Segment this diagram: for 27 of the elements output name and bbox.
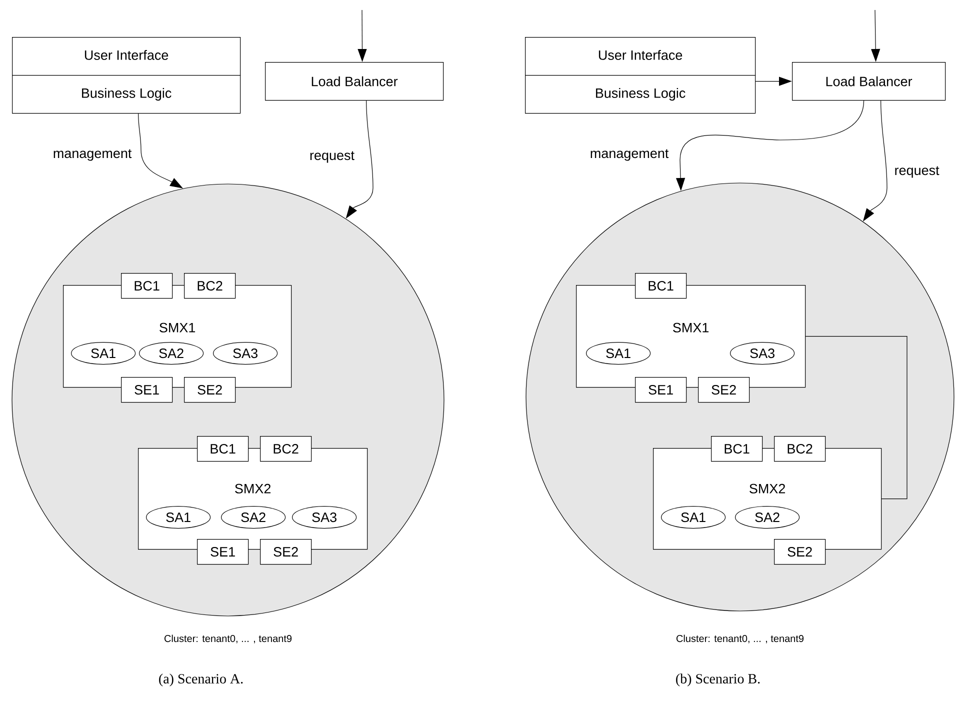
port-box: SE2 bbox=[774, 539, 826, 565]
port-box: SE2 bbox=[698, 377, 750, 403]
port-box: BC1 bbox=[711, 436, 763, 462]
port-box: SE2 bbox=[260, 539, 312, 565]
port-box: BC2 bbox=[774, 436, 826, 462]
port-box: BC2 bbox=[260, 436, 312, 462]
edge-label: request bbox=[895, 166, 940, 178]
component-box: Load Balancer bbox=[792, 62, 946, 101]
port-box: SE2 bbox=[184, 377, 236, 403]
port-box: BC1 bbox=[635, 273, 687, 299]
port-box: BC1 bbox=[121, 273, 173, 299]
cluster-caption: Cluster: tenant0, ... , tenant9 bbox=[676, 634, 804, 644]
subfigure-caption: (b) Scenario B. bbox=[676, 674, 760, 686]
edge-label: management bbox=[54, 149, 132, 161]
component-box: Load Balancer bbox=[265, 62, 444, 101]
connector-line bbox=[805, 336, 908, 500]
cluster-caption: Cluster: tenant0, ... , tenant9 bbox=[164, 634, 292, 644]
port-box: BC2 bbox=[184, 273, 236, 299]
port-box: SE1 bbox=[635, 377, 687, 403]
port-box: SE1 bbox=[121, 377, 173, 403]
edge-label: management bbox=[590, 149, 669, 161]
port-box: SE1 bbox=[197, 539, 249, 565]
layer-stack-box: User Interface Business Logic bbox=[12, 37, 241, 114]
layer-stack-box: User Interface Business Logic bbox=[524, 37, 756, 114]
port-box: BC1 bbox=[197, 436, 249, 462]
edge-label: request bbox=[310, 151, 354, 163]
subfigure-caption: (a) Scenario A. bbox=[159, 674, 243, 686]
